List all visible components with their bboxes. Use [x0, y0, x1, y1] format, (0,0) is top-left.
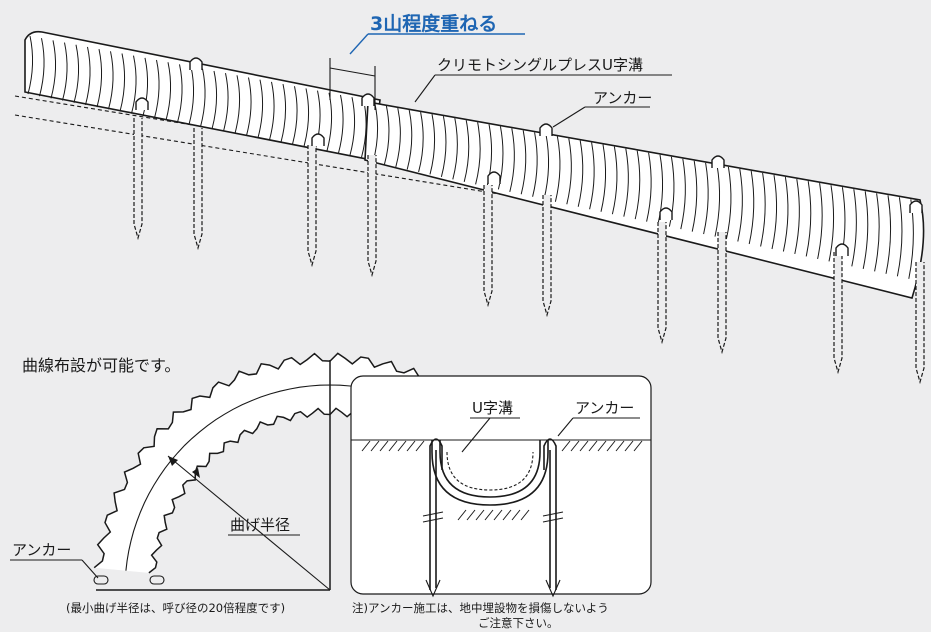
overlap-label: 3山程度重ねる — [370, 12, 497, 35]
overlap-dimension — [329, 58, 376, 110]
pipe-illustration — [14, 30, 925, 385]
product-callout: クリモトシングルプレスU字溝 — [437, 56, 643, 74]
note-line-2: ご注意下さい。 — [478, 616, 559, 630]
note-line-1: 注)アンカー施工は、地中埋設物を損傷しないよう — [352, 601, 609, 615]
cross-section-panel — [350, 375, 652, 598]
u-trench-label: U字溝 — [472, 399, 513, 417]
curve-section-title: 曲線布設が可能です。 — [22, 356, 180, 375]
radius-label: 曲げ半径 — [230, 516, 290, 534]
anchor-label-curve: アンカー — [12, 541, 71, 559]
anchor-callout-top: アンカー — [593, 89, 652, 107]
anchor-label-cross: アンカー — [575, 399, 634, 417]
curve-caption: (最小曲げ半径は、呼び径の20倍程度です) — [66, 601, 285, 615]
